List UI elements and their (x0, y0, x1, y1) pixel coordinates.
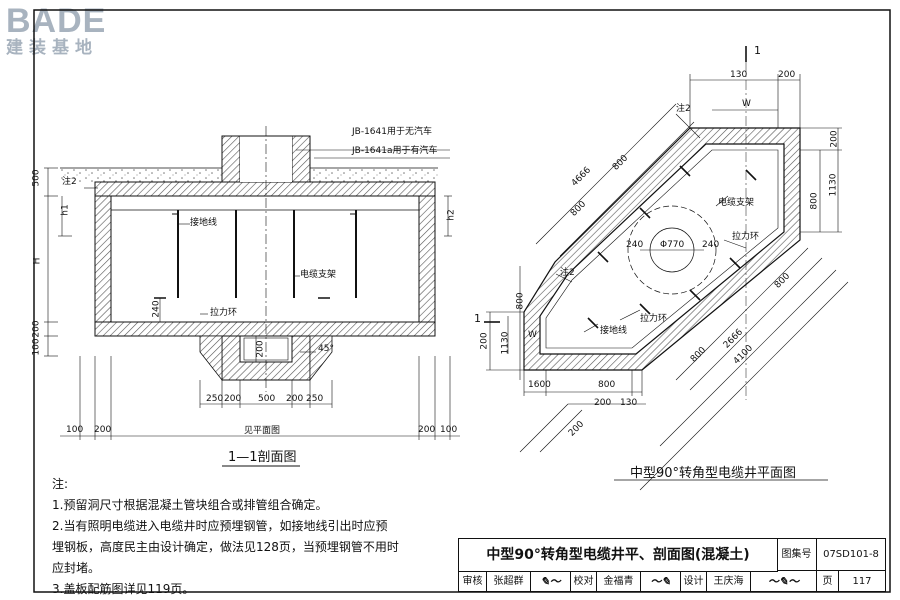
title-block: 中型90°转角型电缆井平、剖面图(混凝土) 图集号 07SD101-8 审核 张… (458, 538, 886, 592)
section-view-title: 1—1剖面图 (228, 450, 297, 465)
page-label: 页 (817, 571, 839, 592)
plan-inner-phi770: Φ770 (660, 240, 685, 250)
plan-right-dim-800: 800 (809, 192, 820, 210)
dim-100-left: 100 (31, 338, 42, 356)
plan-bottom-1600: 1600 (528, 380, 551, 390)
checker-name: 金福青 (597, 571, 641, 592)
right-wall (418, 195, 436, 337)
sump-dim-1: 250 (206, 394, 224, 404)
plan-top-dim-130: 130 (730, 70, 748, 80)
plan-inner-240a: 240 (626, 240, 644, 250)
section-ground-wire-label: 接地线 (190, 218, 218, 228)
plan-right-dim-200: 200 (829, 130, 840, 148)
atlas-number: 07SD101-8 (817, 539, 885, 571)
section-angle-label: 45° (318, 344, 334, 354)
plan-view (484, 46, 849, 491)
note-2-cont: 埋钢板，高度民主由设计确定，做法见128页，当预埋钢管不用时 (52, 540, 399, 554)
plan-W-top: W (742, 99, 751, 109)
bottom-dim-3: 200 (418, 425, 436, 435)
atlas-label: 图集号 (777, 539, 817, 571)
logo-subtitle: 建装基地 (6, 38, 98, 58)
page-number: 117 (852, 576, 872, 587)
sheet-frame (33, 9, 891, 593)
dim-200-sump: 200 (255, 340, 266, 358)
sump-dim-4: 200 (286, 394, 304, 404)
manhole-opening (627, 205, 717, 295)
top-slab (94, 181, 436, 197)
plan-left-dim-1130: 1130 (500, 331, 511, 355)
plan-cable-racks (587, 165, 757, 329)
notes: 注: 1.预留洞尺寸根据混凝土管块组合或排管组合确定。 2.当有照明电缆进入电缆… (52, 474, 442, 600)
left-wall (94, 195, 112, 337)
reviewer-signature: ✎〜 (531, 571, 571, 592)
plan-view-title: 中型90°转角型电缆井平面图 (630, 466, 797, 481)
bottom-dim-2: 200 (94, 425, 112, 435)
drawing-title: 中型90°转角型电缆井平、剖面图(混凝土) (459, 539, 778, 572)
checker-signature: 〜✎ (641, 571, 681, 592)
section-cable-rack-label: 电缆支架 (300, 270, 337, 280)
plan-section-mark-left: 1 (474, 312, 481, 325)
sump-dim-2: 200 (224, 394, 242, 404)
dim-h1: h1 (60, 204, 71, 216)
dim-500: 500 (31, 169, 42, 187)
plan-bottom-800: 800 (598, 380, 616, 390)
plan-note-2: 注2 (560, 268, 575, 278)
designer-signature: 〜✎〜 (751, 571, 817, 592)
check-label: 校对 (571, 571, 597, 592)
design-label: 设计 (681, 571, 707, 592)
bottom-ref-label: 见平面图 (244, 426, 281, 436)
dim-240: 240 (151, 300, 162, 318)
dim-H: H (32, 257, 43, 265)
note-3: 3.盖板配筋图详见119页。 (52, 582, 195, 596)
plan-note-top: 注2 (676, 104, 691, 114)
sump-dim-3: 500 (258, 394, 276, 404)
note-2-end: 应封堵。 (52, 561, 101, 575)
sump-pit (221, 335, 311, 381)
plan-right-dim-1130: 1130 (828, 173, 839, 197)
plan-W-left: W (528, 330, 537, 340)
dim-h2: h2 (446, 209, 457, 221)
notes-heading: 注: (52, 477, 69, 491)
note-2: 2.当有照明电缆进入电缆井时应预埋钢管，如接地线引出时应预 (52, 519, 388, 533)
plan-ground-wire-label: 接地线 (600, 326, 628, 336)
plan-inner-240b: 240 (702, 240, 720, 250)
plan-pull-ring-label: 拉力环 (732, 232, 760, 242)
plan-top-dim-200: 200 (778, 70, 796, 80)
plan-inner-chamber (539, 143, 785, 355)
cover-label-2: JB-1641a用于有汽车 (352, 146, 438, 156)
bottom-slab (94, 321, 436, 337)
section-mark-1: 1 (754, 44, 761, 57)
manhole-neck-right (291, 135, 311, 183)
cover-label-1: JB-1641用于无汽车 (352, 127, 432, 137)
reviewer-name: 张超群 (487, 571, 531, 592)
bottom-dim-1: 100 (66, 425, 84, 435)
section-view (44, 126, 460, 467)
manhole-neck-left (221, 135, 241, 183)
sump-dim-5: 250 (306, 394, 324, 404)
bottom-dim-4: 100 (440, 425, 458, 435)
plan-bottom-130: 130 (620, 398, 638, 408)
review-label: 审核 (459, 571, 487, 592)
plan-bottom-200: 200 (594, 398, 612, 408)
plan-pull-ring-label-2: 拉力环 (640, 314, 668, 324)
section-pull-ring-label: 拉力环 (210, 308, 238, 318)
plan-cable-rack-label: 电缆支架 (718, 198, 755, 208)
designer-name: 王庆海 (707, 571, 751, 592)
plan-left-dim-200: 200 (479, 332, 490, 350)
note-1: 1.预留洞尺寸根据混凝土管块组合或排管组合确定。 (52, 498, 328, 512)
dim-200-left: 200 (31, 320, 42, 338)
section-note-label: 注2 (62, 177, 77, 187)
cable-racks (177, 210, 357, 298)
plan-left-dim-800: 800 (515, 292, 526, 310)
